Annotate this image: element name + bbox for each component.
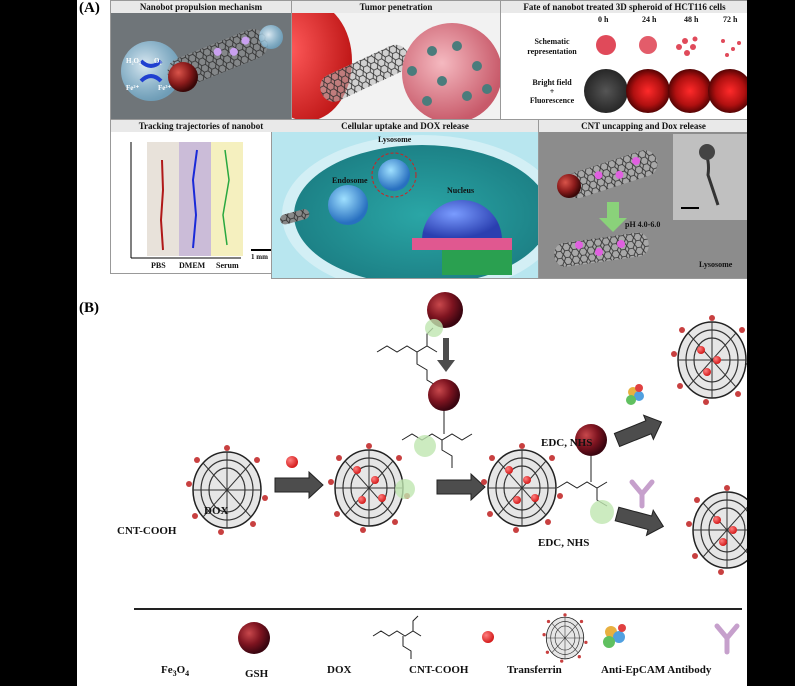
time-72h: 72 h <box>723 15 738 24</box>
legend-cnt-icon <box>542 612 588 664</box>
legend-gsh-structure <box>372 615 422 659</box>
propulsion-illustration <box>121 25 283 101</box>
scale-bar-label: 1 mm <box>251 253 268 261</box>
cnt-cooh-label: CNT-COOH <box>117 525 177 537</box>
legend-transferrin-label: Transferrin <box>507 664 562 676</box>
fe3-label: Fe³⁺ <box>158 84 172 92</box>
legend-dox-icon <box>482 631 494 643</box>
serum-label: Serum <box>216 261 239 270</box>
fate-panel: Fate of nanobot treated 3D spheroid of H… <box>500 0 747 120</box>
endosome <box>328 185 368 225</box>
tumor-illustration <box>292 1 500 119</box>
time-0h: 0 h <box>598 15 609 24</box>
fe3o4-cap <box>168 62 198 92</box>
tracking-plot <box>130 142 271 259</box>
legend-transferrin-icon <box>603 624 626 648</box>
legend-antibody-icon <box>714 623 740 655</box>
bubble-left <box>121 41 181 101</box>
synthesis-scheme <box>134 292 747 664</box>
propulsion-title: Nanobot propulsion mechanism <box>111 1 291 13</box>
dmem-trajectory <box>191 149 198 249</box>
tumor-panel: Tumor penetration <box>291 0 501 120</box>
fate-title: Fate of nanobot treated 3D spheroid of H… <box>501 1 747 13</box>
lysosome-label: Lysosome <box>378 135 412 144</box>
endosome-label: Endosome <box>332 176 368 185</box>
legend-fe3o4-label: Fe3O4 <box>161 664 190 679</box>
tumor-spheroid <box>402 23 500 119</box>
uptake-title: Cellular uptake and DOX release <box>272 120 538 132</box>
legend-dox-label: DOX <box>327 664 352 676</box>
figure-page: (A) Nanobot propulsion mechanism H₂O₂ O₂… <box>77 0 747 686</box>
plus-label: + <box>549 87 555 96</box>
dox-step-label: DOX <box>204 505 229 517</box>
ph-label: pH 4.0-6.0 <box>625 220 661 229</box>
tumor-title: Tumor penetration <box>292 1 500 13</box>
transferrin-small <box>626 384 644 405</box>
lysosome <box>378 159 410 191</box>
fe3o4-step3 <box>575 424 607 456</box>
uncapping-title: CNT uncapping and Dox release <box>539 120 747 132</box>
nucleus <box>422 200 502 240</box>
tracking-panel: Tracking trajectories of nanobot PBS DME… <box>110 119 292 274</box>
cnt-cooh-structure <box>185 444 269 536</box>
h2o2-label: H₂O₂ <box>126 57 142 65</box>
fe2-label: Fe²⁺ <box>126 84 140 92</box>
legend-antibody-label: Anti-EpCAM Antibody <box>601 664 712 676</box>
fluorescence-label: Fluorescence <box>529 96 575 105</box>
arrow-dox <box>274 471 324 499</box>
legend-fe3o4-icon <box>238 622 270 654</box>
dox-ball <box>286 456 298 468</box>
brightfield-label: Bright field <box>532 78 572 87</box>
down-arrow <box>599 202 627 232</box>
antibody-small <box>629 479 655 509</box>
uncapping-panel: CNT uncapping and Dox release pH 4.0-6.0… <box>538 119 747 279</box>
edc-nhs-label-2: EDC, NHS <box>538 537 590 549</box>
edc-nhs-label-1: EDC, NHS <box>541 437 593 449</box>
legend-gsh-label: GSH <box>245 668 269 680</box>
o2-label: O₂ <box>154 57 162 65</box>
fate-images <box>584 35 747 113</box>
uncapping-illustration <box>554 134 747 267</box>
tracking-title: Tracking trajectories of nanobot <box>111 120 291 132</box>
fe3o4-top <box>427 292 463 328</box>
panel-b-label: (B) <box>79 300 99 316</box>
uptake-panel: Cellular uptake and DOX release Lysosome… <box>271 119 539 279</box>
dmem-label: DMEM <box>179 261 206 270</box>
pbs-trajectory <box>159 159 165 251</box>
legend-cnt-label: CNT-COOH <box>409 664 469 676</box>
lysosome-label-2: Lysosome <box>699 260 733 269</box>
time-24h: 24 h <box>642 15 657 24</box>
panel-a-label: (A) <box>79 0 100 16</box>
uptake-illustration <box>280 135 538 278</box>
schematic-label: Schematic representation <box>527 37 577 56</box>
nucleus-label: Nucleus <box>447 186 475 195</box>
time-48h: 48 h <box>684 15 699 24</box>
serum-trajectory <box>222 149 230 246</box>
fe3o4-mid <box>428 379 460 411</box>
pbs-label: PBS <box>151 261 166 270</box>
